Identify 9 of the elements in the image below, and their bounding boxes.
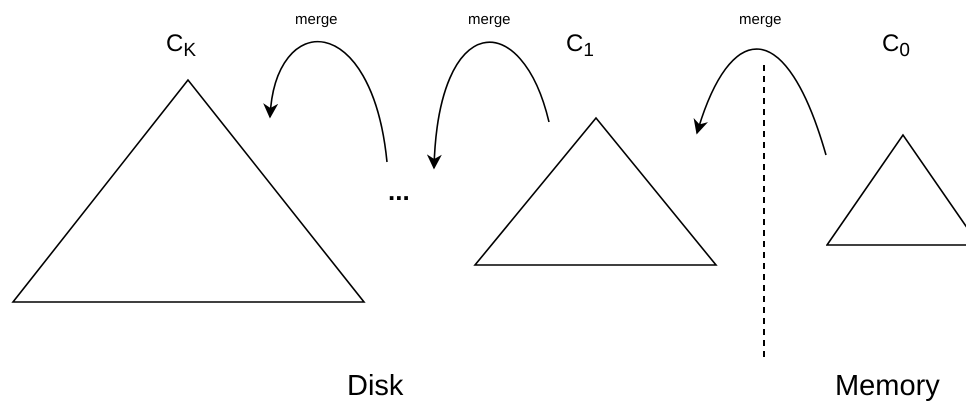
curved-arrow [264,41,388,162]
component-label: C$_{1}$ [566,32,594,60]
curved-arrow [694,48,827,156]
curved-arrow [427,42,550,170]
component-label: C$_{K}$ [166,32,196,60]
ellipsis-text: ... [388,178,410,204]
component-label: C$_{0}$ [882,32,910,60]
region-label: Memory [835,372,940,401]
region-label: Disk [347,372,404,401]
